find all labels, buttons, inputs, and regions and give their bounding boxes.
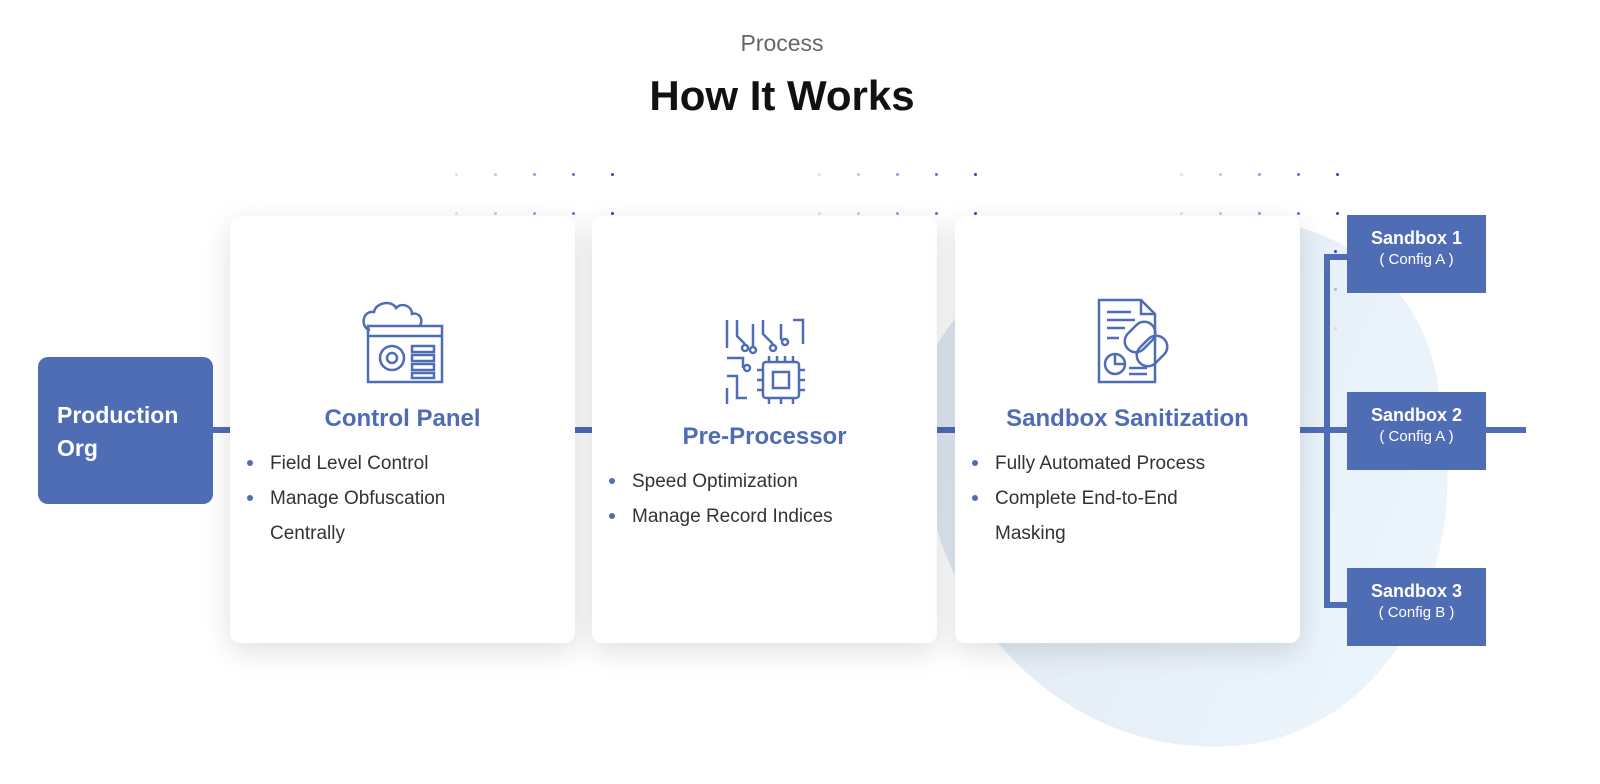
dot	[572, 173, 575, 176]
dot	[896, 212, 899, 215]
dot	[572, 212, 575, 215]
dot	[611, 212, 614, 215]
dot	[857, 212, 860, 215]
dot	[1180, 212, 1183, 215]
dot	[974, 212, 977, 215]
dot	[611, 173, 614, 176]
sandbox-node-3: Sandbox 3 ( Config B )	[1347, 568, 1486, 646]
dot	[455, 173, 458, 176]
dot	[533, 212, 536, 215]
dot	[818, 212, 821, 215]
step-title: Pre-Processor	[682, 423, 847, 450]
branch-connector-line	[1324, 254, 1330, 608]
dot	[857, 173, 860, 176]
sandbox-name: Sandbox 1	[1370, 228, 1463, 248]
section-eyebrow: Process	[740, 30, 824, 56]
bullet-item: Masking	[995, 523, 1066, 544]
dot	[1219, 212, 1222, 215]
dot	[1258, 173, 1261, 176]
cloud-control-panel-icon	[361, 301, 443, 384]
bullet-item: Fully Automated Process	[971, 446, 1205, 481]
step-bullets: Speed Optimization Manage Record Indices	[609, 464, 833, 534]
bullet-item: Manage Record Indices	[609, 499, 833, 534]
document-link-icon	[1097, 298, 1168, 384]
dot	[1219, 173, 1222, 176]
dot	[974, 173, 977, 176]
dot	[455, 212, 458, 215]
branch-stub	[1324, 602, 1348, 608]
dot	[1334, 250, 1337, 253]
dot	[1336, 173, 1339, 176]
circuit-chip-icon	[725, 318, 805, 404]
dot	[818, 173, 821, 176]
sandbox-name: Sandbox 2	[1370, 405, 1463, 425]
sandbox-config: ( Config B )	[1378, 604, 1455, 621]
step-bullets: Fully Automated Process Complete End-to-…	[971, 446, 1205, 551]
step-title: Sandbox Sanitization	[1006, 405, 1249, 432]
dot	[1297, 212, 1300, 215]
bullet-item: Speed Optimization	[609, 464, 833, 499]
dot	[1334, 288, 1337, 291]
bullet-item: Manage Obfuscation	[246, 481, 445, 516]
dot	[494, 212, 497, 215]
step-title: Control Panel	[324, 405, 481, 432]
bullet-item: Complete End-to-End	[971, 481, 1205, 516]
step-card-control-panel: Control Panel Field Level Control Manage…	[230, 216, 575, 643]
step-card-pre-processor: Pre-Processor Speed Optimization Manage …	[592, 216, 937, 643]
dot	[1297, 173, 1300, 176]
sandbox-node-1: Sandbox 1 ( Config A )	[1347, 215, 1486, 293]
bullet-item: Field Level Control	[246, 446, 445, 481]
dot	[533, 173, 536, 176]
dot	[896, 173, 899, 176]
branch-stub	[1324, 254, 1348, 260]
sandbox-node-2: Sandbox 2 ( Config A )	[1347, 392, 1486, 470]
dot	[1336, 212, 1339, 215]
dot	[494, 173, 497, 176]
sandbox-name: Sandbox 3	[1370, 581, 1463, 601]
bullet-item: Centrally	[270, 523, 345, 544]
dot	[935, 212, 938, 215]
production-org-node: Production Org	[38, 357, 213, 504]
page-title: How It Works	[649, 72, 915, 119]
sandbox-config: ( Config A )	[1379, 251, 1454, 268]
step-card-sandbox-sanitization: Sandbox Sanitization Fully Automated Pro…	[955, 216, 1300, 643]
dot	[1180, 173, 1183, 176]
dot	[1258, 212, 1261, 215]
dot	[935, 173, 938, 176]
dot	[1334, 327, 1337, 330]
sandbox-config: ( Config A )	[1379, 428, 1454, 445]
step-bullets: Field Level Control Manage Obfuscation C…	[246, 446, 445, 551]
